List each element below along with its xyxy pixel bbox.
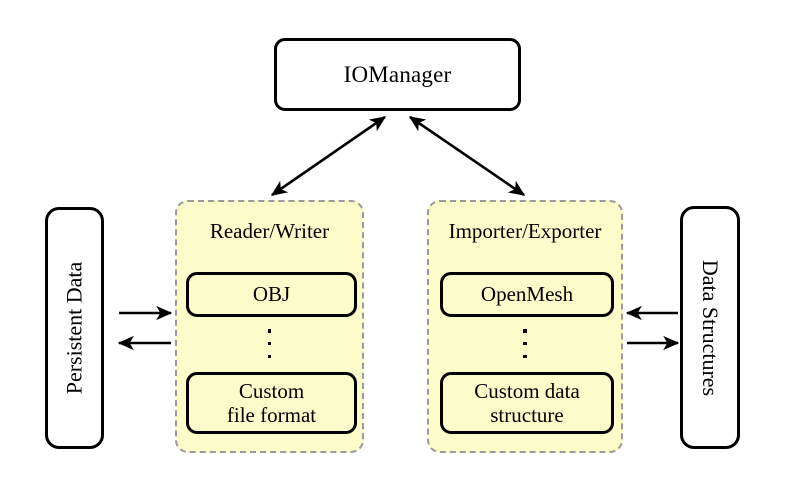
- group-reader-writer[interactable]: Reader/Writer OBJ Custom file format: [175, 200, 364, 453]
- io-manager-label: IOManager: [343, 61, 452, 87]
- leaf-obj[interactable]: OBJ: [186, 272, 357, 317]
- node-persistent-data[interactable]: Persistent Data: [45, 207, 104, 449]
- node-io-manager[interactable]: IOManager: [274, 38, 521, 111]
- leaf-obj-label: OBJ: [252, 282, 291, 307]
- leaf-openmesh-label: OpenMesh: [480, 282, 574, 307]
- node-data-structures[interactable]: Data Structures: [680, 206, 740, 449]
- reader-writer-ellipsis-icon: [177, 329, 362, 358]
- data-structures-label: Data Structures: [698, 259, 724, 396]
- leaf-custom-file-format-label: Custom file format: [227, 379, 316, 427]
- group-reader-writer-title: Reader/Writer: [209, 219, 330, 243]
- group-importer-exporter[interactable]: Importer/Exporter OpenMesh Custom data s…: [427, 200, 623, 453]
- leaf-custom-data-structure-line2: structure: [490, 403, 564, 427]
- leaf-custom-file-format-line1: Custom: [238, 378, 305, 403]
- leaf-custom-file-format[interactable]: Custom file format: [186, 372, 357, 434]
- importer-exporter-ellipsis-icon: [429, 329, 621, 358]
- leaf-openmesh[interactable]: OpenMesh: [440, 272, 614, 317]
- leaf-custom-data-structure-line1: Custom data: [474, 378, 580, 403]
- leaf-custom-data-structure[interactable]: Custom data structure: [440, 372, 614, 434]
- leaf-custom-data-structure-label: Custom data structure: [474, 379, 580, 427]
- group-importer-exporter-title: Importer/Exporter: [448, 219, 602, 243]
- arrow-iomanager-importer-exporter: [408, 115, 526, 197]
- persistent-data-label: Persistent Data: [61, 261, 87, 395]
- leaf-custom-file-format-line2: file format: [226, 403, 317, 427]
- arrow-iomanager-reader-writer: [270, 115, 387, 197]
